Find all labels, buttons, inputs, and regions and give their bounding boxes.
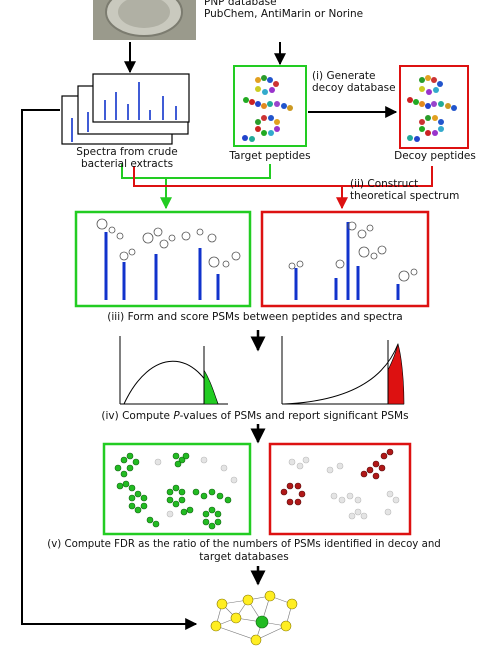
target-peptide-structures — [242, 75, 293, 142]
step-iii-label: (iii) Form and score PSMs between peptid… — [107, 311, 403, 323]
decoy-score-distribution — [281, 336, 405, 405]
target-peptides-box — [233, 65, 307, 147]
decoy-peptide-structures — [407, 75, 457, 142]
decoy-peptides-label: Decoy peptides — [394, 150, 476, 162]
step-iv-prefix: (iv) Compute — [101, 410, 174, 422]
decoy-theoretical-spectrum — [260, 210, 430, 308]
target-theoretical-spectrum — [74, 210, 252, 308]
decoy-network-box — [268, 442, 412, 536]
target-score-distribution — [119, 336, 228, 405]
molecular-network — [210, 590, 298, 646]
step-v-line2: target databases — [199, 551, 289, 563]
step-iv-suffix: -values of PSMs and report significant P… — [179, 410, 409, 422]
spectra-stack — [61, 73, 190, 145]
feedback-line — [21, 109, 198, 630]
database-title: PNP database — [204, 0, 277, 8]
step-iv-label: (iv) Compute P-values of PSMs and report… — [60, 410, 450, 422]
bacterial-sample-image — [93, 0, 196, 40]
step-v-line1: (v) Compute FDR as the ratio of the numb… — [47, 539, 441, 550]
step-i-line1: (i) Generate — [312, 70, 376, 82]
target-network-box — [102, 442, 252, 536]
step-ii-line1: (ii) Construct — [350, 178, 419, 190]
spectra-label-line2: bacterial extracts — [80, 158, 174, 170]
step-i-line2: decoy database — [312, 82, 396, 94]
decoy-peptides-box — [399, 65, 469, 149]
spectra-label-line1: Spectra from crude — [76, 146, 178, 158]
step-iv-italic-p: P — [173, 410, 180, 422]
target-peptides-label: Target peptides — [229, 150, 311, 162]
green-connector — [121, 164, 271, 210]
step-ii-line2: theoretical spectrum — [350, 190, 460, 202]
database-sources: PubChem, AntiMarin or Norine — [204, 8, 364, 20]
red-connector — [133, 166, 433, 210]
